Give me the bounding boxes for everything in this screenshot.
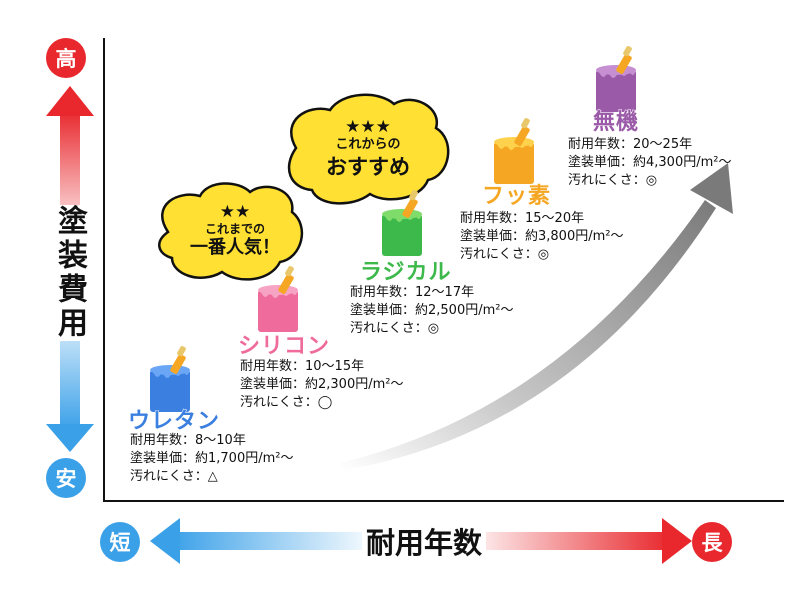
product-info-urethane: 耐用年数：8〜10年 塗装単価：約1,700円/m²〜 汚れにくさ：△: [130, 432, 293, 486]
bubble-future-line2: おすすめ: [326, 155, 410, 179]
x-short-label: 短: [109, 531, 131, 555]
product-label-inorganic: 無機: [592, 110, 640, 136]
stain-text: 汚れにくさ：◎: [568, 173, 658, 188]
bubble-past-line2: 一番人気！: [190, 237, 280, 258]
paint-can-silicone: [258, 266, 298, 332]
product-label-fluorine: フッ素: [481, 184, 552, 210]
bubble-future: ★★★ これからの おすすめ: [306, 118, 430, 180]
price-text: 塗装単価：約4,300円/m²〜: [568, 155, 732, 170]
product-info-silicone: 耐用年数：10〜15年 塗装単価：約2,300円/m²〜 汚れにくさ：◯: [240, 358, 403, 412]
product-label-urethane: ウレタン: [127, 409, 221, 435]
durability-text: 耐用年数：20〜25年: [568, 137, 693, 152]
x-short-badge: 短: [100, 522, 140, 562]
stain-text: 汚れにくさ：◎: [350, 321, 440, 336]
x-axis-title: 耐用年数: [362, 520, 487, 562]
stain-text: 汚れにくさ：△: [130, 469, 218, 484]
stain-text: 汚れにくさ：◎: [460, 247, 550, 262]
y-low-label: 安: [55, 467, 77, 491]
y-high-badge: 高: [46, 38, 86, 78]
stain-text: 汚れにくさ：◯: [240, 395, 333, 410]
price-text: 塗装単価：約2,500円/m²〜: [350, 303, 514, 318]
y-low-badge: 安: [46, 458, 86, 498]
product-info-fluorine: 耐用年数：15〜20年 塗装単価：約3,800円/m²〜 汚れにくさ：◎: [460, 210, 623, 264]
durability-text: 耐用年数：10〜15年: [240, 359, 365, 374]
paint-can-radical: [382, 190, 422, 256]
product-label-radical: ラジカル: [360, 260, 452, 286]
paint-can-inorganic: [596, 46, 636, 112]
bubble-past: ★★ これまでの 一番人気！: [180, 203, 290, 259]
durability-text: 耐用年数：12〜17年: [350, 285, 475, 300]
bubble-past-shape: [158, 182, 304, 281]
bubble-future-stars: ★★★: [345, 117, 391, 137]
x-long-label: 長: [701, 531, 723, 555]
y-high-label: 高: [55, 47, 77, 71]
price-text: 塗装単価：約3,800円/m²〜: [460, 229, 624, 244]
price-text: 塗装単価：約2,300円/m²〜: [240, 377, 404, 392]
paint-can-fluorine: [494, 118, 534, 184]
bubble-past-stars: ★★: [219, 202, 251, 222]
y-axis-title: 塗装費用: [52, 205, 88, 341]
paint-can-urethane: [150, 346, 190, 412]
bubble-past-line1: これまでの: [204, 222, 265, 236]
bubble-future-line1: これからの: [335, 137, 401, 152]
bubble-future-shape: [287, 93, 450, 205]
x-long-badge: 長: [692, 522, 732, 562]
price-text: 塗装単価：約1,700円/m²〜: [130, 451, 294, 466]
durability-text: 耐用年数：15〜20年: [460, 211, 585, 226]
trend-arrow: [340, 163, 733, 470]
product-info-radical: 耐用年数：12〜17年 塗装単価：約2,500円/m²〜 汚れにくさ：◎: [350, 284, 513, 338]
durability-text: 耐用年数：8〜10年: [130, 433, 246, 448]
product-label-silicone: シリコン: [237, 334, 331, 360]
product-info-inorganic: 耐用年数：20〜25年 塗装単価：約4,300円/m²〜 汚れにくさ：◎: [568, 136, 731, 190]
